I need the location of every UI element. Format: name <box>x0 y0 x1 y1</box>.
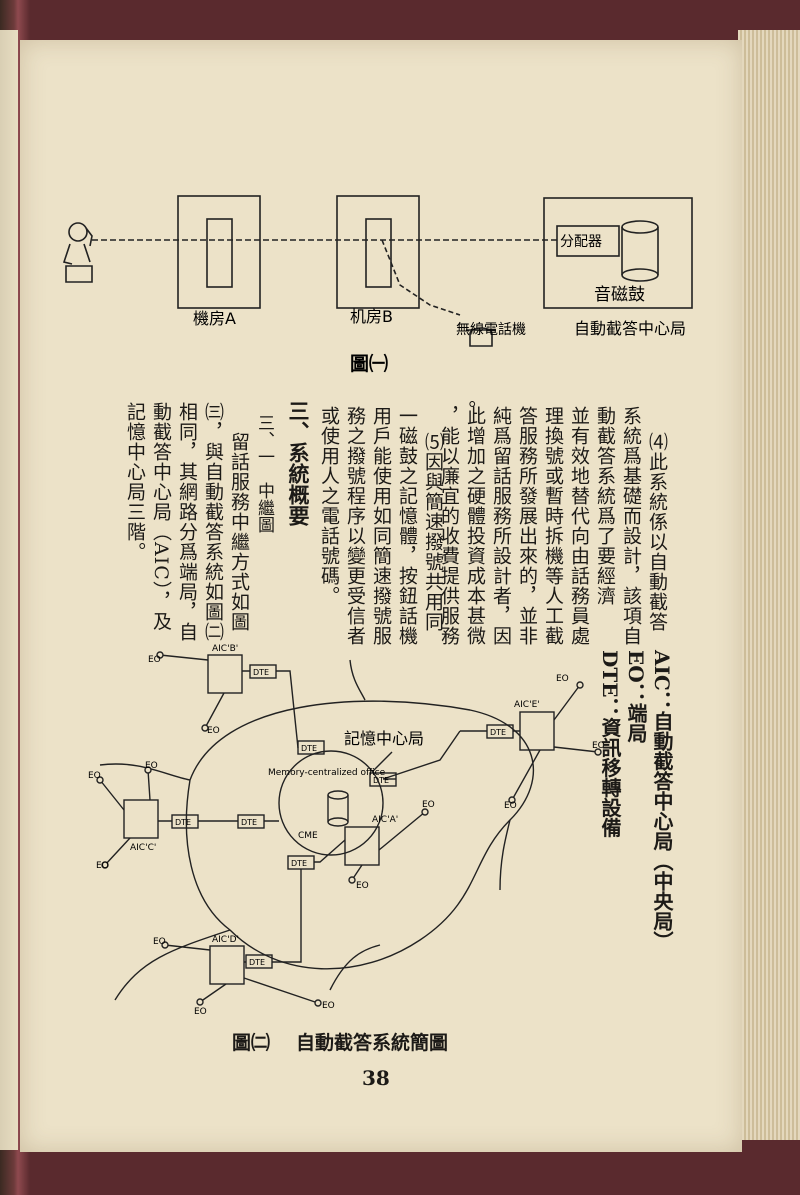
aic-d-box <box>209 945 245 985</box>
pointer-arrow <box>371 751 393 773</box>
machine-room-b-switch <box>365 218 392 288</box>
wireless-path <box>381 239 461 316</box>
para4-line-3: 動截答系統爲了要經濟 <box>594 406 616 606</box>
page-number: 38 <box>362 1066 390 1090</box>
para5-line-4: 務之撥號程序以變更受信者 <box>344 406 366 646</box>
para4-line-2: 系統爲基礎而設計，該項自 <box>620 406 642 646</box>
aic-d-label: AIC'D' <box>212 935 239 945</box>
dte-label: DTE <box>291 859 307 868</box>
para5-line-5: 或使用人之電話號碼。 <box>318 406 340 606</box>
section3-line-4: 動截答中心局（AIC），及 <box>150 402 172 632</box>
wireless-phone-icon <box>466 327 496 347</box>
dte-label: DTE <box>241 818 257 827</box>
page-stack-edge <box>738 30 800 1140</box>
book-page <box>20 40 742 1152</box>
label-machine-room-b: 机房B <box>350 307 393 326</box>
section-3-1-subheading: 三、一 中繼圖 <box>254 414 274 533</box>
label-wireless-phone: 無線電話機 <box>456 321 526 338</box>
section3-line-3: 相同，其網路分爲端局，自 <box>176 402 198 642</box>
aic-b-label: AIC'B' <box>212 644 238 654</box>
eo-label: EO <box>88 771 101 781</box>
dte-label: DTE <box>373 776 389 785</box>
drum-icon <box>621 220 659 282</box>
aic-b-box <box>207 654 243 694</box>
eo-label: EO <box>356 881 369 891</box>
eo-label: EO <box>504 801 517 811</box>
eo-label: EO <box>96 861 109 871</box>
dte-label: DTE <box>175 818 191 827</box>
dte-label: DTE <box>490 728 506 737</box>
eo-label: EO <box>148 655 161 665</box>
figure-2-caption-title: 自動截答系統簡圖 <box>296 1032 449 1054</box>
machine-room-a-switch <box>206 218 233 288</box>
cme-drum-icon <box>327 790 349 827</box>
label-drum: 音磁鼓 <box>594 285 645 305</box>
legend-eo: EO：端局 <box>624 650 648 743</box>
aic-e-box <box>519 711 555 751</box>
label-distributor: 分配器 <box>560 234 602 250</box>
para5-line-3: 用戶能使用如同簡速撥號服 <box>370 406 392 646</box>
section3-line-2: ㈢，與自動截答系統如圖㈡ <box>202 402 224 642</box>
telephone-user-icon <box>62 222 93 283</box>
legend-dte: DTE：資訊移轉設備 <box>598 650 622 838</box>
para4-line-4: 並有效地替代向由話務員處 <box>568 406 590 646</box>
eo-label: EO <box>556 674 569 684</box>
dte-labels: DTE DTE DTE DTE DTE DTE DTE DTE <box>175 668 506 967</box>
aic-a-label: AIC'A' <box>372 815 398 825</box>
para4-line-7: 純爲留話服務所設計者，因 <box>490 406 512 646</box>
machine-room-a-box <box>177 195 261 309</box>
eo-label: EO <box>207 726 220 736</box>
aic-c-label: AIC'C' <box>130 843 156 853</box>
dte-label: DTE <box>301 744 317 753</box>
para4-line-1: ⑷此系統係以自動截答 <box>646 432 668 632</box>
section3-line-5: 記憶中心局三階。 <box>124 402 146 562</box>
aic-e-label: AIC'E' <box>514 700 540 710</box>
eo-label: EO <box>422 800 435 810</box>
figure-2 <box>96 651 602 1007</box>
distributor-box <box>556 225 620 257</box>
figure-1 <box>62 195 693 347</box>
section3-line-1: 留話服務中繼方式如圖 <box>228 432 250 632</box>
figure-2-caption-number: 圖㈡ <box>232 1032 271 1054</box>
eo-endpoints <box>96 651 602 1007</box>
para5-line-2: 一磁鼓之記憶體，按鈕話機 <box>396 406 418 646</box>
para4-line-9: ，能以廉宜的收費提供服務 <box>438 406 460 646</box>
legend-aic: AIC：自動截答中心局（中央局） <box>650 650 674 951</box>
label-aic: 自動截答中心局 <box>574 319 686 338</box>
para4-line-5: 理換號或暫時拆機等人工截 <box>542 406 564 646</box>
memory-office-circle <box>278 750 384 856</box>
aic-box <box>543 197 693 309</box>
dte-label: DTE <box>249 958 265 967</box>
label-machine-room-a: 機房A <box>193 309 236 328</box>
para4-line-10: 。 <box>454 400 476 420</box>
eo-label: EO <box>322 1001 335 1011</box>
section-3-heading: 三、系統概要 <box>286 400 311 526</box>
eo-label: EO <box>153 937 166 947</box>
dte-label: DTE <box>253 668 269 677</box>
eo-label: EO <box>145 761 158 771</box>
eo-label: EO <box>194 1007 207 1017</box>
aic-c-box <box>123 799 159 839</box>
memory-office-label: Memory-centralized office <box>268 768 386 778</box>
figure-1-caption: 圖㈠ <box>350 352 388 375</box>
eo-labels: EO EO EO EO EO EO EO EO EO EO EO EO EO <box>88 655 605 1017</box>
para4-line-6: 答服務所發展出來的，並非 <box>516 406 538 646</box>
cme-label: CME <box>298 831 318 841</box>
memory-office-handwritten: 記憶中心局 <box>344 729 424 748</box>
previous-page-edge <box>0 30 18 1150</box>
para4-line-8: 此增加之硬體投資成本甚微 <box>464 406 486 646</box>
para5-line-1: ⑸因與簡速撥號共用同 <box>422 432 444 632</box>
eo-label: EO <box>592 741 605 751</box>
machine-room-b-box <box>336 195 420 309</box>
